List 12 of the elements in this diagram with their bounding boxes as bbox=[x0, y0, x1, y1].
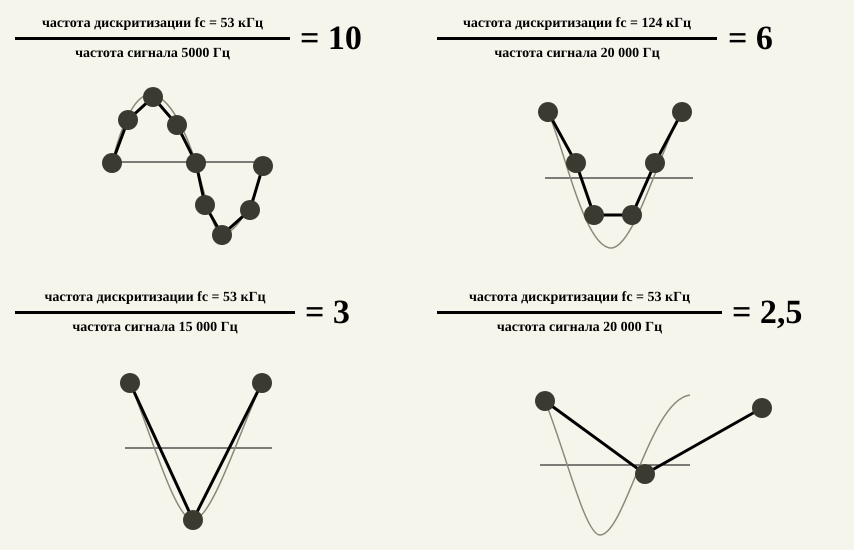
ratio-value: = 10 bbox=[300, 20, 362, 58]
fraction-numerator: частота дискритизации fc = 53 кГц bbox=[40, 16, 264, 32]
ratio-value: = 6 bbox=[728, 20, 773, 58]
fraction-denominator: частота сигнала 5000 Гц bbox=[74, 46, 231, 62]
fraction-denominator: частота сигнала 20 000 Гц bbox=[493, 46, 661, 62]
fraction-denominator: частота сигнала 20 000 Гц bbox=[496, 320, 664, 336]
ratio-value: = 3 bbox=[305, 294, 350, 332]
fraction-numerator: частота дискритизации fc = 53 кГц bbox=[43, 290, 267, 306]
fraction-numerator: частота дискритизации fc = 53 кГц bbox=[468, 290, 692, 306]
fraction-numerator: частота дискритизации fc = 124 кГц bbox=[462, 16, 692, 32]
fraction-denominator: частота сигнала 15 000 Гц bbox=[71, 320, 239, 336]
ratio-value: = 2,5 bbox=[732, 294, 802, 332]
